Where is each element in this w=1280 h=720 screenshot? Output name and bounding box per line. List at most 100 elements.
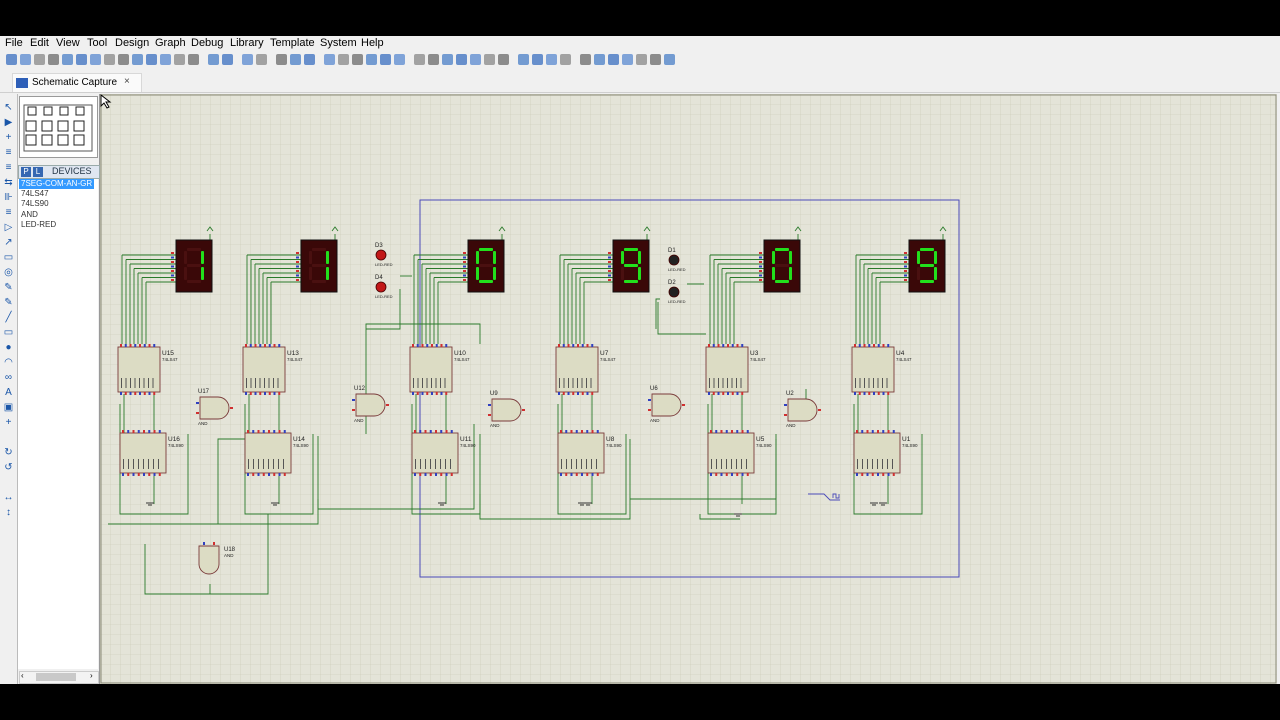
mode-tool-icon[interactable]: ✎: [4, 282, 13, 293]
toolbar-button-icon[interactable]: [442, 54, 453, 65]
toolbar-button-icon[interactable]: [532, 54, 543, 65]
toolbar-button-icon[interactable]: [518, 54, 529, 65]
tab-schematic-capture[interactable]: Schematic Capture ×: [12, 73, 142, 92]
toolbar-button-icon[interactable]: [104, 54, 115, 65]
toolbar-button-icon[interactable]: [664, 54, 675, 65]
mode-tool-icon[interactable]: ▭: [3, 327, 14, 338]
toolbar-button-icon[interactable]: [594, 54, 605, 65]
mode-tool-icon[interactable]: A: [5, 387, 12, 398]
library-manager-button[interactable]: L: [33, 167, 43, 177]
menu-view[interactable]: View: [56, 37, 80, 49]
scroll-left-icon[interactable]: ‹: [21, 671, 24, 680]
toolbar-button-icon[interactable]: [276, 54, 287, 65]
toolbar-button-icon[interactable]: [380, 54, 391, 65]
menu-system[interactable]: System: [320, 37, 357, 49]
toolbar-button-icon[interactable]: [48, 54, 59, 65]
toolbar-button-icon[interactable]: [256, 54, 267, 65]
menu-help[interactable]: Help: [361, 37, 384, 49]
menu-library[interactable]: Library: [230, 37, 264, 49]
toolbar-button-icon[interactable]: [304, 54, 315, 65]
toolbar-button-icon[interactable]: [622, 54, 633, 65]
menu-graph[interactable]: Graph: [155, 37, 186, 49]
mode-tool-icon[interactable]: ⊪: [4, 192, 13, 203]
mode-tool-icon[interactable]: +: [5, 417, 12, 428]
toolbar-button-icon[interactable]: [546, 54, 557, 65]
device-item[interactable]: LED-RED: [21, 220, 57, 229]
menu-template[interactable]: Template: [270, 37, 315, 49]
toolbar-button-icon[interactable]: [414, 54, 425, 65]
toolbar-button-icon[interactable]: [174, 54, 185, 65]
mode-tool-icon[interactable]: ↖: [4, 102, 13, 113]
toolbar-button-icon[interactable]: [428, 54, 439, 65]
toolbar-button-icon[interactable]: [636, 54, 647, 65]
toolbar-button-icon[interactable]: [76, 54, 87, 65]
device-item[interactable]: 74LS90: [21, 199, 49, 208]
chip-pin: [435, 430, 437, 433]
device-list-scrollbar[interactable]: ‹ ›: [19, 671, 99, 684]
toolbar-button-icon[interactable]: [62, 54, 73, 65]
mode-tool-icon[interactable]: ◠: [4, 357, 13, 368]
toolbar-button-icon[interactable]: [394, 54, 405, 65]
menu-tool[interactable]: Tool: [87, 37, 108, 49]
mode-tool-icon[interactable]: ▷: [4, 222, 13, 233]
device-item[interactable]: 7SEG-COM-AN-GR: [19, 179, 95, 189]
close-tab-icon[interactable]: ×: [124, 76, 130, 87]
mode-tool-icon[interactable]: ▶: [4, 117, 13, 128]
mode-tool-icon[interactable]: ▣: [3, 402, 14, 413]
toolbar-button-icon[interactable]: [34, 54, 45, 65]
mode-tool-icon[interactable]: +: [5, 132, 12, 143]
mode-tool-icon[interactable]: ↕: [6, 507, 11, 518]
mode-tool-icon[interactable]: ∞: [4, 372, 13, 383]
toolbar-button-icon[interactable]: [324, 54, 335, 65]
device-item[interactable]: 74LS47: [21, 189, 49, 198]
toolbar-button-icon[interactable]: [608, 54, 619, 65]
toolbar-button-icon[interactable]: [118, 54, 129, 65]
toolbar-button-icon[interactable]: [580, 54, 591, 65]
scroll-thumb[interactable]: [36, 673, 76, 681]
menu-file[interactable]: File: [5, 37, 23, 49]
toolbar-button-icon[interactable]: [456, 54, 467, 65]
mode-tool-icon[interactable]: ◎: [4, 267, 13, 278]
mode-tool-icon[interactable]: ≡: [5, 162, 12, 173]
toolbar-button-icon[interactable]: [132, 54, 143, 65]
toolbar-button-icon[interactable]: [338, 54, 349, 65]
toolbar-button-icon[interactable]: [6, 54, 17, 65]
toolbar-button-icon[interactable]: [160, 54, 171, 65]
mode-tool-icon[interactable]: ●: [5, 342, 12, 353]
mode-tool-icon[interactable]: ⇆: [4, 177, 13, 188]
toolbar-button-icon[interactable]: [222, 54, 233, 65]
toolbar-button-icon[interactable]: [352, 54, 363, 65]
toolbar-button-icon[interactable]: [20, 54, 31, 65]
mode-tool-icon[interactable]: ╱: [5, 312, 12, 323]
toolbar-button-icon[interactable]: [90, 54, 101, 65]
menu-edit[interactable]: Edit: [30, 37, 49, 49]
menu-design[interactable]: Design: [115, 37, 150, 49]
mode-tool-icon[interactable]: ✎: [4, 297, 13, 308]
chip-pin-label: [591, 459, 592, 469]
mode-tool-icon[interactable]: ≡: [5, 207, 12, 218]
mode-tool-icon[interactable]: ↗: [4, 237, 13, 248]
toolbar-button-icon[interactable]: [560, 54, 571, 65]
menu-debug[interactable]: Debug: [191, 37, 224, 49]
mode-tool-icon[interactable]: ↔: [3, 492, 14, 503]
toolbar-button-icon[interactable]: [484, 54, 495, 65]
toolbar-button-icon[interactable]: [366, 54, 377, 65]
chip-pin-label: [273, 459, 274, 469]
overview-preview[interactable]: [19, 96, 98, 158]
toolbar-button-icon[interactable]: [188, 54, 199, 65]
pick-devices-button[interactable]: P: [21, 167, 31, 177]
mode-tool-icon[interactable]: ▭: [3, 252, 14, 263]
toolbar-button-icon[interactable]: [290, 54, 301, 65]
mode-tool-icon[interactable]: ≡: [5, 147, 12, 158]
mode-tool-icon[interactable]: ↺: [4, 462, 13, 473]
toolbar-button-icon[interactable]: [470, 54, 481, 65]
toolbar-button-icon[interactable]: [650, 54, 661, 65]
scroll-right-icon[interactable]: ›: [90, 671, 93, 680]
toolbar-button-icon[interactable]: [498, 54, 509, 65]
toolbar-button-icon[interactable]: [208, 54, 219, 65]
mode-tool-icon[interactable]: ↻: [4, 447, 13, 458]
toolbar-button-icon[interactable]: [242, 54, 253, 65]
toolbar-button-icon[interactable]: [146, 54, 157, 65]
device-item[interactable]: AND: [21, 210, 38, 219]
